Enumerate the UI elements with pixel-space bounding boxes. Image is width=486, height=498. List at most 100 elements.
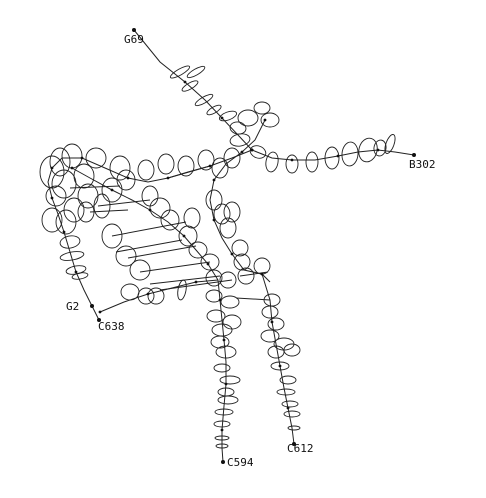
atom-dot-43 xyxy=(194,280,198,284)
base-pair-link-2 xyxy=(111,221,187,237)
atom-dot-22 xyxy=(212,178,216,182)
atom-dot-28 xyxy=(148,208,152,212)
thermal-ellipsoid-5 xyxy=(206,104,222,116)
thermal-ellipsoid-28 xyxy=(41,207,63,233)
thermal-ellipsoid-84 xyxy=(214,435,230,441)
thermal-ellipsoid-35 xyxy=(59,251,85,261)
atom-dot-29 xyxy=(182,234,186,238)
thermal-ellipsoid-16 xyxy=(324,146,340,170)
thermal-ellipsoid-22 xyxy=(49,147,71,177)
thermal-ellipsoid-26 xyxy=(73,163,95,189)
base-pair-links xyxy=(69,165,271,301)
thermal-ellipsoid-43 xyxy=(137,159,155,181)
thermal-ellipsoid-79 xyxy=(219,375,241,385)
atom-dot-38 xyxy=(278,364,282,368)
thermal-ellipsoid-87 xyxy=(261,305,279,319)
thermal-ellipsoid-33 xyxy=(77,183,99,209)
thermal-ellipsoid-48 xyxy=(223,147,241,169)
base-pair-link-8 xyxy=(115,239,183,253)
label-c638: C638 xyxy=(98,320,125,333)
atom-dot-33 xyxy=(224,382,228,386)
thermal-ellipsoid-37 xyxy=(71,272,89,280)
thermal-ellipsoid-41 xyxy=(141,185,159,207)
atom-dot-41 xyxy=(98,310,102,314)
thermal-ellipsoid-66 xyxy=(219,271,237,289)
thermal-ellipsoid-57 xyxy=(178,225,198,247)
atom-dot-17 xyxy=(62,230,66,234)
thermal-ellipsoid-55 xyxy=(177,279,187,301)
thermal-ellipsoid-12 xyxy=(249,145,267,159)
thermal-ellipsoid-6 xyxy=(218,110,238,122)
thermal-ellipsoid-20 xyxy=(384,134,396,154)
atom-dot-21 xyxy=(240,150,244,154)
atom-dot-8 xyxy=(376,148,380,152)
atom-dot-6 xyxy=(290,158,294,162)
thermal-ellipsoid-61 xyxy=(205,189,223,211)
thermal-ellipsoid-68 xyxy=(237,267,255,285)
thermal-ellipsoid-47 xyxy=(211,157,229,179)
thermal-ellipsoid-96 xyxy=(281,400,299,408)
thermal-ellipsoid-46 xyxy=(197,149,215,171)
atom-dot-3 xyxy=(220,116,224,120)
atom-dot-42 xyxy=(146,292,150,296)
thermal-ellipsoid-67 xyxy=(233,253,251,271)
thermal-ellipsoid-73 xyxy=(206,309,226,323)
thermal-ellipsoid-72 xyxy=(220,295,240,309)
atom-dot-23 xyxy=(212,218,216,222)
thermal-ellipsoid-75 xyxy=(211,323,233,337)
thermal-ellipsoid-23 xyxy=(61,143,83,169)
thermal-ellipsoid-82 xyxy=(214,408,234,416)
thermal-ellipsoid-11 xyxy=(229,133,251,147)
base-pair-link-4 xyxy=(139,261,211,273)
atom-dot-31 xyxy=(218,298,222,302)
backbone-strand-7 xyxy=(99,279,219,313)
thermal-ellipsoid-64 xyxy=(223,201,241,223)
atom-dot-24 xyxy=(230,252,234,256)
thermal-ellipsoid-58 xyxy=(183,207,201,229)
atom-dot-32 xyxy=(222,338,226,342)
label-g69: G69 xyxy=(124,33,144,46)
terminal-marker-5 xyxy=(221,460,225,464)
thermal-ellipsoid-13 xyxy=(265,151,279,173)
thermal-ellipsoid-89 xyxy=(260,329,280,343)
thermal-ellipsoid-40 xyxy=(101,177,123,203)
terminal-marker-1 xyxy=(132,28,136,32)
thermal-ellipsoid-45 xyxy=(177,155,195,177)
thermal-ellipsoid-88 xyxy=(267,317,285,331)
backbone-strand-1 xyxy=(133,29,253,151)
atom-dot-16 xyxy=(50,196,54,200)
base-pair-link-3 xyxy=(127,245,197,259)
atom-dot-37 xyxy=(270,320,274,324)
thermal-ellipsoid-71 xyxy=(205,289,223,303)
thermal-ellipsoid-34 xyxy=(59,235,81,249)
thermal-ellipsoid-81 xyxy=(217,395,239,405)
atom-dot-39 xyxy=(286,406,290,410)
thermal-ellipsoid-93 xyxy=(270,361,290,371)
thermal-ellipsoid-31 xyxy=(77,201,95,223)
base-pair-link-10 xyxy=(167,165,211,179)
thermal-ellipsoid-3 xyxy=(181,80,199,92)
atom-markers xyxy=(50,28,416,464)
terminal-marker-3 xyxy=(90,304,94,308)
terminal-marker-2 xyxy=(412,153,416,157)
thermal-ellipsoid-21 xyxy=(39,155,65,189)
thermal-ellipsoid-2 xyxy=(186,65,206,79)
atom-dot-26 xyxy=(70,166,74,170)
thermal-ellipsoid-52 xyxy=(120,283,140,301)
thermal-ellipsoid-85 xyxy=(215,443,229,449)
atom-dot-7 xyxy=(336,154,340,158)
thermal-ellipsoid-30 xyxy=(63,197,85,223)
atom-dot-30 xyxy=(206,262,210,266)
base-pair-link-9 xyxy=(149,275,221,285)
thermal-ellipsoid-83 xyxy=(213,420,231,428)
atom-dot-12 xyxy=(166,176,170,180)
base-pair-link-1 xyxy=(97,199,151,207)
thermal-ellipsoid-44 xyxy=(157,153,175,175)
thermal-ellipsoid-97 xyxy=(283,410,301,418)
thermal-ellipsoid-56 xyxy=(160,209,180,231)
atom-dot-36 xyxy=(260,272,264,276)
atom-dot-34 xyxy=(220,428,224,432)
thermal-ellipsoid-19 xyxy=(373,139,387,157)
thermal-ellipsoid-8 xyxy=(237,109,259,127)
